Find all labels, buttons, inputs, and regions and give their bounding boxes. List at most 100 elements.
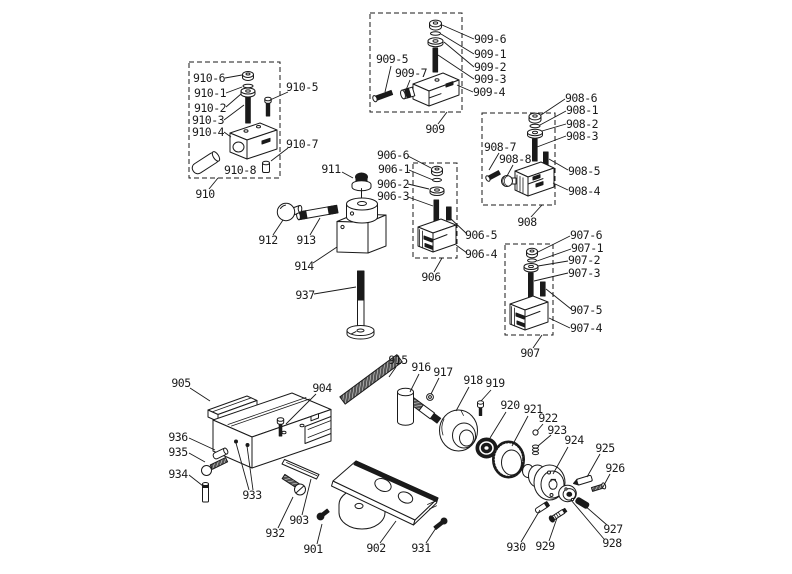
part-909-3-stud [432, 47, 439, 73]
part-919-screw [477, 400, 484, 416]
part-label-910-5: 910-5 [286, 80, 318, 94]
leader-line-921 [511, 415, 529, 447]
part-908-7-screw [485, 170, 501, 182]
part-910-3-stud [245, 96, 251, 124]
part-label-905: 905 [171, 376, 190, 390]
part-label-909: 909 [425, 122, 445, 136]
part-909-1-washer [430, 31, 441, 36]
part-910-7-pin [262, 160, 270, 173]
part-label-909-4: 909-4 [473, 85, 506, 99]
leader-line-908-1 [539, 110, 567, 126]
part-label-909-3: 909-3 [474, 72, 507, 86]
part-906-3-stud [433, 199, 440, 223]
leader-line-919 [480, 389, 492, 402]
part-901-screw [316, 508, 330, 521]
part-label-908-6: 908-6 [565, 91, 598, 105]
part-905-slide [207, 392, 332, 469]
leader-line-918 [455, 386, 470, 412]
leader-line-907-2 [537, 260, 569, 267]
part-907-3-stud [528, 272, 534, 298]
part-label-907: 907 [520, 346, 540, 360]
part-label-906-1: 906-1 [378, 162, 411, 176]
part-934-pin [202, 482, 209, 503]
part-906-2-washer [429, 186, 445, 196]
leader-line-907-3 [533, 272, 569, 282]
part-label-909-5: 909-5 [376, 52, 408, 66]
part-907-5-stud [540, 281, 546, 297]
part-label-909-1: 909-1 [474, 47, 507, 61]
group-box-908 [481, 112, 556, 206]
part-label-926: 926 [605, 461, 625, 475]
part-908-4-block [514, 161, 555, 197]
part-label-924: 924 [564, 433, 584, 447]
leader-line-933 [235, 442, 250, 491]
part-910-6-nut [242, 71, 254, 81]
leader-line-909-5 [384, 65, 392, 93]
part-910-1-washer [242, 83, 254, 89]
part-label-903: 903 [289, 513, 309, 527]
part-903-gib [281, 459, 320, 480]
part-label-908-1: 908-1 [566, 103, 599, 117]
leader-line-932 [277, 496, 294, 529]
part-label-931: 931 [411, 541, 431, 555]
part-906-assembly [417, 165, 457, 253]
leader-line-907-6 [537, 235, 571, 253]
part-906-1-washer [432, 177, 442, 183]
part-label-927: 927 [603, 522, 623, 536]
group-box-907 [504, 243, 554, 336]
leader-line-933 [246, 445, 254, 491]
leader-line-910 [208, 177, 219, 190]
leader-line-906-1 [408, 169, 434, 181]
part-909-4-block [412, 72, 460, 107]
part-label-909-7: 909-7 [395, 66, 428, 80]
part-label-930: 930 [506, 540, 526, 554]
part-label-918: 918 [463, 373, 483, 387]
leader-line-908-5 [548, 158, 569, 171]
part-label-910-4: 910-4 [192, 125, 225, 139]
part-label-917: 917 [433, 365, 453, 379]
leader-line-909-1 [440, 33, 475, 55]
leader-line-909-6 [441, 24, 475, 40]
part-909-2-washer [427, 37, 444, 48]
part-label-907-3: 907-3 [568, 266, 601, 280]
part-915-leadscrew [339, 354, 403, 405]
part-label-906-4: 906-4 [465, 247, 498, 261]
part-label-914: 914 [294, 259, 314, 273]
part-label-915: 915 [388, 353, 407, 367]
part-label-910: 910 [195, 187, 215, 201]
part-926-screw [590, 482, 607, 492]
part-label-907-2: 907-2 [568, 253, 600, 267]
part-909-5-screw [372, 89, 394, 103]
part-907-1-washer [527, 258, 537, 263]
leader-line-907-4 [548, 317, 571, 329]
leader-line-907 [532, 334, 543, 349]
leader-line-904 [285, 393, 317, 425]
part-label-901: 901 [303, 542, 323, 556]
part-921-dial-ring [492, 440, 525, 479]
part-928-cap [558, 484, 577, 503]
leader-line-916 [409, 373, 420, 393]
leader-line-924 [552, 446, 569, 475]
part-label-909-6: 909-6 [474, 32, 507, 46]
leader-line-909-2 [443, 41, 475, 68]
part-label-935: 935 [168, 445, 187, 459]
part-908-1-washer [529, 123, 541, 129]
part-906-5-stud [446, 206, 452, 221]
leader-line-934 [188, 474, 204, 487]
leader-line-903 [301, 478, 312, 516]
part-912-ball-handle [276, 202, 303, 222]
leader-line-908 [530, 204, 543, 218]
part-label-920: 920 [500, 398, 520, 412]
part-908-3-stud [532, 138, 538, 162]
part-label-907-1: 907-1 [571, 241, 604, 255]
part-920-bearing [475, 437, 498, 459]
leader-line-910-5 [269, 91, 289, 101]
leader-line-914 [312, 246, 338, 264]
leader-line-910-6 [224, 74, 243, 79]
part-922-ball [532, 429, 539, 436]
part-label-908-3: 908-3 [566, 129, 599, 143]
leader-line-922 [536, 423, 544, 432]
part-label-910-7: 910-7 [286, 137, 319, 151]
leader-line-911 [341, 171, 354, 179]
part-925-handle [573, 474, 593, 486]
